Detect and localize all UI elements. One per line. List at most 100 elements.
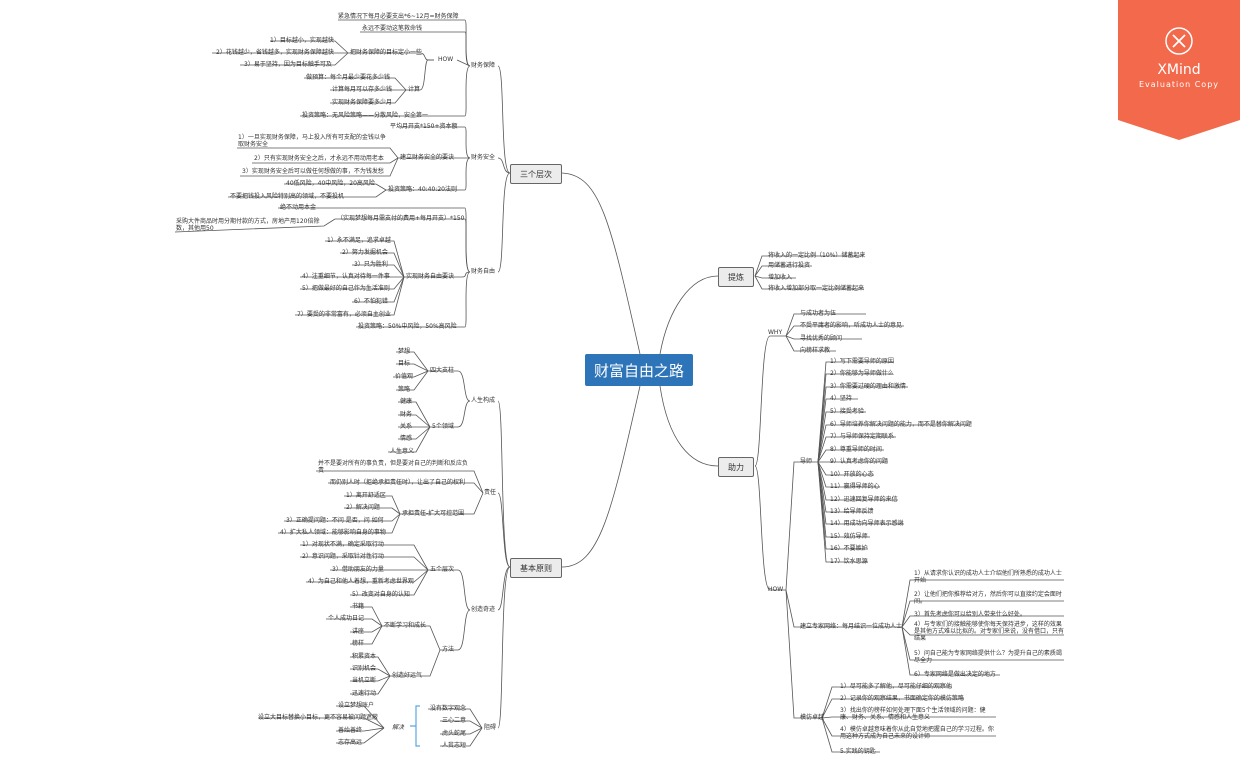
- node-text[interactable]: 12）迅速回复导师的来信: [830, 496, 898, 503]
- node-text[interactable]: 并不是要对所有的事负责，但是要对自己的判断和反应负责: [318, 460, 469, 474]
- node-text[interactable]: 1）永不满足，追求卓越: [327, 237, 391, 244]
- node-text[interactable]: 五个层次: [430, 566, 455, 573]
- node-text[interactable]: 不要把钱投入风险特别高的领域，不要投机: [230, 193, 345, 200]
- node-text[interactable]: 40低风险，40中风险，20高风险: [286, 180, 375, 187]
- node-text[interactable]: 2）努力发掘机会: [342, 249, 388, 256]
- node-text[interactable]: 4）为自己和他人着想，重新考虑世界观: [308, 578, 414, 585]
- node-text[interactable]: 做预算：每个月最少要花多少钱: [306, 74, 391, 81]
- node-text[interactable]: 用储蓄进行投资: [768, 262, 811, 269]
- node-financial-security[interactable]: 财务保障: [471, 62, 496, 69]
- node-text[interactable]: 实现财务自由要诀: [406, 273, 455, 280]
- node-text[interactable]: 计算每月可以存多少钱: [332, 86, 393, 93]
- node-text[interactable]: 2）记录你的观察结果，书面确定你的模仿策略: [840, 695, 964, 702]
- node-text[interactable]: 1）离开舒适区: [346, 492, 386, 499]
- node-text[interactable]: 三心二意: [442, 717, 467, 724]
- node-text[interactable]: 1）对现状不满，确定采取行动: [302, 541, 384, 548]
- node-text[interactable]: 6）导师培养你解决问题的能力，而不是替你解决问题: [830, 421, 972, 428]
- node-text[interactable]: 3）借助朋友的力量: [332, 566, 384, 573]
- node-text[interactable]: 投资策略：无风险策略——分散风险，安全第一: [302, 112, 429, 119]
- node-text[interactable]: 迅速行动: [352, 690, 377, 697]
- node-create-miracles[interactable]: 创造奇迹: [471, 606, 496, 613]
- node-text[interactable]: 增加收入: [768, 274, 793, 281]
- node-text[interactable]: 方法: [442, 646, 455, 653]
- node-text[interactable]: 投资策略：50%中风险，50%高风险: [358, 323, 457, 330]
- node-text[interactable]: 4）与专家们的接触能够使你每天保持进步，这样的效果是其他方式难以比拟的。对专家们…: [914, 621, 1065, 642]
- central-topic[interactable]: 财富自由之路: [585, 354, 693, 386]
- node-text[interactable]: 四大支柱: [430, 367, 455, 374]
- node-text[interactable]: 3）易于坚持，因为目标触手可及: [244, 61, 332, 68]
- node-text[interactable]: 9）认真考虑你的问题: [830, 458, 888, 465]
- node-text[interactable]: 14）用成功向导师表示感谢: [830, 520, 904, 527]
- node-text[interactable]: 关系: [400, 423, 413, 430]
- node-text[interactable]: 健康: [400, 398, 413, 405]
- node-text[interactable]: 17）饮水思源: [830, 558, 868, 565]
- topic-assist[interactable]: 助力: [718, 457, 754, 477]
- node-text[interactable]: 4）扩大私人领域：能够影响自身的事物: [280, 529, 386, 536]
- node-text[interactable]: 个人成功日记: [328, 615, 365, 622]
- node-text[interactable]: 采购大件商品时用分期付款的方式，房地产用120倍除数，其他用50: [176, 218, 320, 232]
- node-text[interactable]: 价值观: [395, 373, 414, 380]
- node-text[interactable]: 而仍别人时（拒绝承担责任时），让出了自己的权利: [330, 479, 466, 486]
- node-text[interactable]: 13）给导师反馈: [830, 508, 874, 515]
- node-text[interactable]: 6）不怕犯错: [354, 298, 388, 305]
- node-responsibility[interactable]: 责任: [484, 489, 497, 496]
- node-text[interactable]: 善始善终: [338, 727, 363, 734]
- node-text[interactable]: 梦想: [398, 348, 411, 355]
- topic-refine[interactable]: 提炼: [718, 267, 754, 287]
- node-text[interactable]: 7）与导师保持定期联系: [830, 433, 894, 440]
- node-text[interactable]: 平均月开支*150+资本额: [390, 123, 458, 130]
- node-text[interactable]: 16）不要嫉妒: [830, 545, 868, 552]
- node-text[interactable]: 5）把做最好的自己作为生活准则: [302, 285, 390, 292]
- node-text[interactable]: 寻找优秀的顾问: [800, 335, 843, 342]
- node-text[interactable]: 识别机会: [352, 665, 377, 672]
- node-text[interactable]: 1）目标越小，实现越快: [270, 37, 334, 44]
- node-text[interactable]: 投资策略：40:40:20法则: [388, 186, 457, 193]
- node-text[interactable]: 2）解决问题: [346, 504, 380, 511]
- node-text[interactable]: 3）正确提问题：不问 是否，问 如何: [286, 517, 384, 524]
- node-calc[interactable]: 计算: [408, 86, 421, 93]
- node-text[interactable]: 志存高远: [338, 739, 363, 746]
- node-text[interactable]: 创造好运气: [392, 672, 423, 679]
- node-text[interactable]: 2）意识问题，采取针对性行动: [302, 553, 384, 560]
- node-text[interactable]: 虎头蛇尾: [442, 730, 467, 737]
- node-text[interactable]: 积累资本: [352, 653, 377, 660]
- node-text[interactable]: 情感: [400, 435, 413, 442]
- node-text[interactable]: 4）模仿卓越意味着你从此自觉地把握自己的学习过程。你用这种方式成为自己未来的设计…: [840, 726, 994, 740]
- node-text[interactable]: 2）花钱越少，省钱越多，实现财务保障越快: [216, 49, 334, 56]
- node-text[interactable]: 2）你能够为导师做什么: [830, 370, 894, 377]
- node-text[interactable]: 1）写下需要导师的原因: [830, 358, 894, 365]
- node-text[interactable]: 2）只有实现财务安全之后，才永远不用动用老本: [254, 155, 384, 162]
- node-text[interactable]: 5.实践的钥匙: [840, 748, 876, 755]
- node-text[interactable]: 策略: [398, 386, 411, 393]
- node-how[interactable]: HOW: [768, 586, 784, 593]
- node-text[interactable]: 3）首先考虑你可以给别人带来什么好处。: [914, 611, 1026, 618]
- node-expert-network[interactable]: 建立专家网络：每月结识一位成功人士: [800, 623, 903, 630]
- node-text[interactable]: 不断学习和成长: [384, 622, 427, 629]
- node-how[interactable]: HOW: [438, 56, 454, 63]
- node-text[interactable]: 承担责任-扩大可控范围: [402, 510, 465, 517]
- node-text[interactable]: 不受平庸者的影响，听成功人士的意见: [800, 322, 903, 329]
- node-text[interactable]: 榜样: [352, 640, 365, 647]
- node-why[interactable]: WHY: [768, 329, 783, 336]
- node-text[interactable]: 设立大目标替换小目标，更不容易被问题遮蔽: [258, 714, 379, 721]
- node-text[interactable]: 1）一旦实现财务保障，马上投入所有可支配的金钱以争取财务安全: [238, 134, 386, 148]
- node-text[interactable]: 1）从请求你认识的成功人士介绍他们所熟悉的成功人士开始: [914, 570, 1062, 584]
- node-text[interactable]: 绝不动用本金: [280, 204, 317, 211]
- node-text[interactable]: 没有数字观念: [430, 705, 467, 712]
- node-text[interactable]: 10）开放的心态: [830, 471, 874, 478]
- node-financial-freedom[interactable]: 财务自由: [471, 268, 496, 275]
- node-text[interactable]: （实现梦想每月需支付的费用+每月开支）*150: [337, 215, 465, 222]
- node-text[interactable]: 把财务保障的目标定小一些: [350, 49, 423, 56]
- topic-basic-principles[interactable]: 基本原则: [510, 558, 562, 578]
- node-text[interactable]: 当机立断: [352, 677, 377, 684]
- node-text[interactable]: 实现财务保障要多少月: [332, 99, 393, 106]
- node-text[interactable]: 5）改变对自身的认知: [352, 591, 410, 598]
- node-text[interactable]: 财务: [400, 411, 413, 418]
- node-text[interactable]: 设立梦想账户: [338, 702, 375, 709]
- node-text[interactable]: 6）专家网络是做出决定的地方: [914, 671, 996, 678]
- node-text[interactable]: 2）让他们把你推荐给对方，然后你可以直接约定会面时间。: [914, 591, 1062, 605]
- node-text[interactable]: 人生意义: [390, 448, 415, 455]
- node-text[interactable]: 5个领域: [432, 423, 454, 430]
- node-text[interactable]: 5）问自己能为专家网络提供什么？为提升自己的素质竭尽全力: [914, 650, 1062, 664]
- node-text[interactable]: 11）赢得导师的心: [830, 483, 880, 490]
